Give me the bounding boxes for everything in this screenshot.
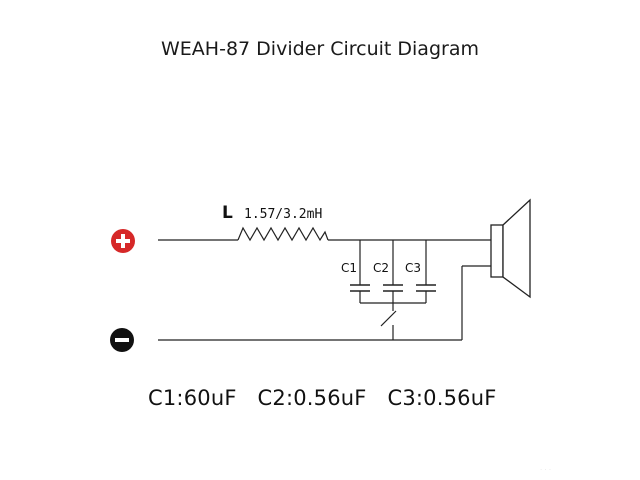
negative-terminal-icon: [110, 328, 134, 352]
speaker-icon: [490, 198, 531, 299]
capacitor-label-c3: C3: [405, 261, 421, 275]
capacitor-c2: [383, 240, 403, 303]
capacitor-values-row: C1:60uF C2:0.56uF C3:0.56uF: [148, 386, 511, 410]
inductor-symbol-label: L: [222, 203, 233, 223]
watermark-mark: · · ·: [540, 466, 551, 474]
capacitor-value-c2: C2:0.56uF: [257, 386, 367, 410]
selector-switch: [380, 303, 397, 340]
positive-terminal-icon: [111, 229, 135, 253]
capacitor-label-c2: C2: [373, 261, 389, 275]
inductor-coil: [237, 226, 329, 242]
capacitor-label-c1: C1: [341, 261, 357, 275]
capacitor-value-c1: C1:60uF: [148, 386, 237, 410]
capacitor-c1: [350, 240, 370, 303]
diagram-title: WEAH-87 Divider Circuit Diagram: [161, 38, 479, 60]
capacitor-value-c3: C3:0.56uF: [387, 386, 497, 410]
inductor-value-label: 1.57/3.2mH: [244, 207, 322, 222]
capacitor-c3: [416, 240, 436, 303]
